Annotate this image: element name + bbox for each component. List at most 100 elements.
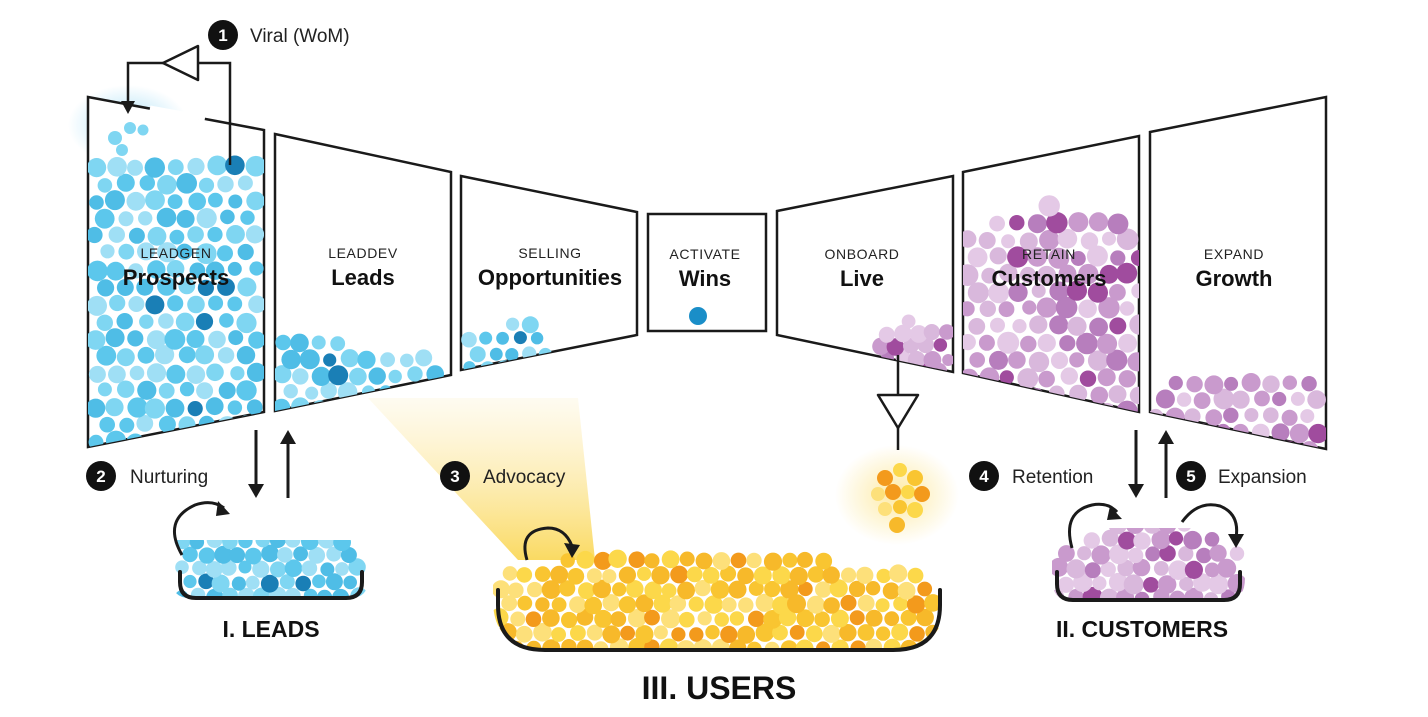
bubble <box>593 551 612 570</box>
bubble <box>1186 376 1203 393</box>
bubble <box>1009 215 1025 231</box>
bubble <box>303 588 318 598</box>
bubble <box>628 551 646 568</box>
bubble <box>893 463 907 477</box>
bubble <box>669 595 687 612</box>
bubble <box>166 260 185 278</box>
bubble <box>186 365 206 385</box>
bubble <box>164 430 186 447</box>
bubble <box>891 623 909 641</box>
bubble <box>805 625 823 643</box>
bubble <box>1027 214 1047 234</box>
bubble <box>236 346 256 365</box>
stage-title-leads: Leads <box>331 265 395 290</box>
bubble <box>829 579 848 598</box>
bubble <box>787 594 806 614</box>
bubble <box>340 547 357 563</box>
bubble <box>137 346 155 364</box>
bubble <box>711 638 730 650</box>
number-badge <box>208 20 238 50</box>
bubble <box>978 334 995 351</box>
bubble <box>1184 560 1203 580</box>
bubble <box>635 594 654 613</box>
bubble <box>730 552 747 569</box>
bubble <box>533 623 552 642</box>
advocacy-beam <box>368 398 595 560</box>
bubble <box>871 362 890 372</box>
onboard-cluster <box>871 463 930 533</box>
bubble <box>865 609 883 627</box>
bubble <box>1289 423 1310 444</box>
bubble <box>1243 442 1259 449</box>
bubble <box>1150 408 1164 424</box>
bubble <box>909 626 925 642</box>
bubble <box>1168 375 1183 391</box>
bubble <box>1231 390 1250 409</box>
bubble <box>1090 386 1109 405</box>
bubble <box>815 581 832 598</box>
bubble <box>822 566 840 584</box>
bubble <box>146 330 166 350</box>
bubble <box>166 364 186 384</box>
bubble <box>1048 247 1070 269</box>
arrow-down-icon <box>121 101 135 114</box>
bubble <box>746 552 762 569</box>
bubble <box>137 242 155 261</box>
bubble <box>602 594 620 612</box>
pool-label-customers: II. CUSTOMERS <box>1056 616 1228 642</box>
bubble <box>1050 351 1069 369</box>
bubble <box>175 312 195 332</box>
bubble <box>275 398 291 411</box>
bubble <box>694 580 711 597</box>
flow-label-nurturing: Nurturing <box>130 467 208 488</box>
bubble <box>178 346 196 364</box>
bubble <box>189 262 206 279</box>
bubble <box>147 226 167 246</box>
panel-leaddev <box>273 132 453 413</box>
bubble <box>968 318 986 335</box>
bubble <box>195 243 217 264</box>
bubble <box>1143 577 1159 593</box>
bubble <box>1091 545 1111 565</box>
bubble <box>830 609 849 628</box>
bubble <box>710 580 730 599</box>
stage-title-wins: Wins <box>679 266 731 291</box>
amplifier-triangle-icon <box>876 393 920 430</box>
bubble <box>217 176 234 193</box>
bubble <box>1196 547 1212 564</box>
bubble <box>182 546 198 563</box>
bubble <box>1089 317 1108 337</box>
svg-text:5: 5 <box>1186 467 1195 486</box>
bubble <box>1117 559 1135 577</box>
bubble <box>1084 562 1101 579</box>
bubble <box>594 609 613 628</box>
bubble <box>1012 319 1027 334</box>
bubble <box>939 324 953 340</box>
badge-viral: 1 Viral (WoM) <box>208 20 350 50</box>
bubble <box>1127 352 1139 372</box>
bubble <box>653 625 668 640</box>
bubble <box>893 500 907 514</box>
bubble <box>1007 246 1029 268</box>
bubble <box>99 416 115 433</box>
stage-title-opportunities: Opportunities <box>478 265 622 290</box>
bubble <box>1079 370 1097 387</box>
bubble <box>1037 265 1057 285</box>
bubble <box>702 567 720 584</box>
bubble <box>753 566 772 585</box>
bubble <box>897 581 916 600</box>
bubble <box>513 360 531 370</box>
bubble <box>1193 392 1211 409</box>
bubble <box>237 277 257 297</box>
loop-arrow-icon <box>564 543 580 558</box>
bubble <box>990 387 1006 404</box>
panel-selling <box>459 174 639 372</box>
bubble <box>979 403 995 412</box>
bubble <box>222 540 238 550</box>
bubble <box>501 595 518 612</box>
bubble <box>124 122 136 134</box>
bubble <box>933 338 948 352</box>
bubble <box>155 345 175 365</box>
bubble <box>521 316 539 334</box>
bubble <box>689 627 704 642</box>
